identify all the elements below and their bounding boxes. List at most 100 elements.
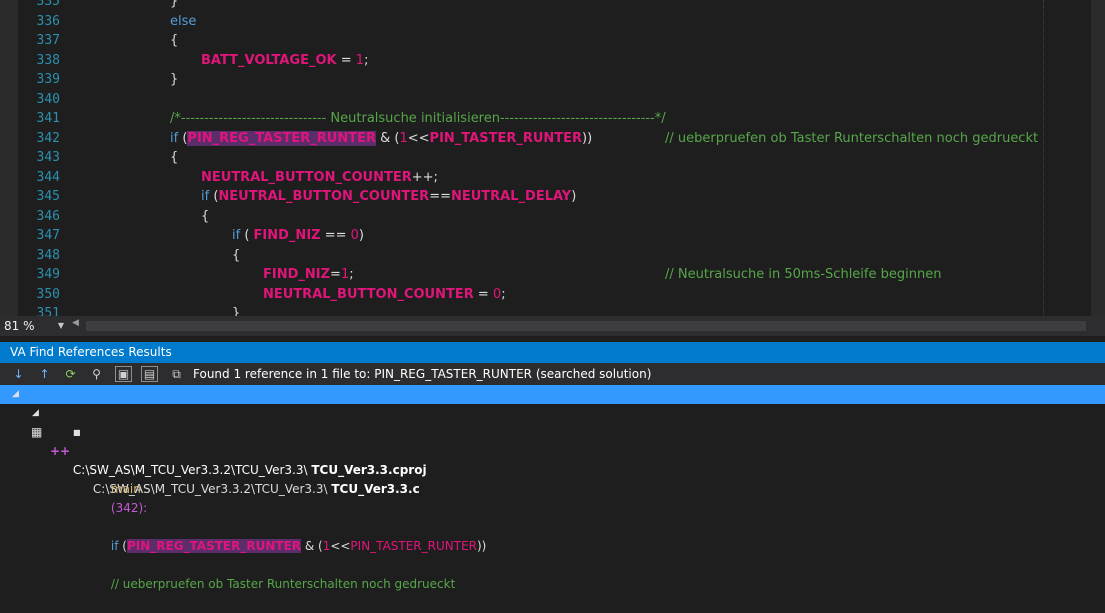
editor-margin bbox=[0, 0, 18, 316]
code-token: = bbox=[473, 286, 493, 302]
results-summary: Found 1 reference in 1 file to: PIN_REG_… bbox=[193, 367, 652, 381]
previous-result-icon[interactable]: ↑ bbox=[39, 367, 50, 381]
ref-shift: << bbox=[330, 539, 351, 553]
code-token: else bbox=[170, 13, 197, 29]
copy-results-icon[interactable]: ⧉ bbox=[172, 367, 181, 381]
code-token: = bbox=[336, 52, 356, 68]
ref-number: 1 bbox=[322, 539, 331, 553]
code-token: } bbox=[170, 0, 179, 9]
line-number: 341 bbox=[36, 111, 60, 126]
zoom-dropdown[interactable]: 81 % ▼ bbox=[4, 318, 66, 334]
code-token: )) bbox=[582, 130, 593, 146]
code-token: PIN_REG_TASTER_RUNTER bbox=[187, 130, 376, 146]
ref-keyword: if bbox=[110, 539, 119, 553]
code-text: { bbox=[170, 31, 178, 51]
code-text: { bbox=[201, 207, 209, 227]
guideline-divider bbox=[1043, 0, 1045, 316]
refresh-icon[interactable]: ⟳ bbox=[65, 367, 76, 381]
find-icon[interactable]: ⚲ bbox=[92, 367, 101, 381]
code-line[interactable]: 339} bbox=[37, 70, 1105, 90]
code-token: ( bbox=[178, 130, 188, 146]
code-token: if bbox=[170, 130, 179, 146]
code-text: if (PIN_REG_TASTER_RUNTER & (1<<PIN_TAST… bbox=[170, 129, 592, 149]
ref-paren: ( bbox=[118, 539, 127, 553]
code-token: << bbox=[407, 130, 430, 146]
code-comment: // Neutralsuche in 50ms-Schleife beginne… bbox=[665, 267, 942, 282]
code-token: 0 bbox=[350, 228, 359, 243]
line-number: 335 bbox=[36, 0, 60, 9]
horizontal-scrollbar[interactable] bbox=[86, 321, 1086, 331]
code-line[interactable]: 346{ bbox=[37, 207, 1105, 227]
group-by-file-icon[interactable]: ▤ bbox=[141, 366, 158, 382]
line-reference: (342): bbox=[110, 501, 148, 515]
result-file-row[interactable]: ◢ ++ C:\SW_AS\M_TCU_Ver3.3.2\TCU_Ver3.3\… bbox=[0, 404, 1105, 496]
zoom-value: 81 % bbox=[4, 319, 35, 333]
code-line[interactable]: 337 { bbox=[37, 31, 1105, 51]
code-token: ; bbox=[364, 52, 369, 68]
line-number: 337 bbox=[36, 33, 60, 48]
find-references-panel: VA Find References Results ↓ ↑ ⟳ ⚲ ▣ ▤ ⧉… bbox=[0, 342, 1105, 591]
code-token: PIN_TASTER_RUNTER bbox=[429, 130, 583, 146]
code-text: { bbox=[232, 246, 240, 266]
code-token: ) bbox=[571, 189, 577, 204]
c-file-icon: ++ bbox=[50, 444, 71, 458]
code-text: } bbox=[170, 70, 178, 90]
code-token: NEUTRAL_BUTTON_COUNTER bbox=[201, 169, 412, 185]
line-number: 348 bbox=[36, 247, 60, 263]
code-token: ( bbox=[240, 228, 254, 243]
code-token: & ( bbox=[375, 130, 400, 146]
chevron-down-icon: ▼ bbox=[57, 321, 64, 330]
code-comment: // ueberpruefen ob Taster Runterschalten… bbox=[665, 130, 1039, 146]
code-line[interactable]: 336 else bbox=[37, 12, 1105, 32]
code-line[interactable]: 340 bbox=[37, 90, 1105, 110]
next-result-icon[interactable]: ↓ bbox=[13, 367, 24, 381]
code-token: { bbox=[170, 150, 179, 165]
line-number: 344 bbox=[36, 169, 60, 185]
code-token: { bbox=[232, 247, 241, 263]
editor-status-row: 81 % ▼ ◀ bbox=[0, 316, 1105, 336]
code-token: 1 bbox=[355, 52, 365, 68]
code-token: 1 bbox=[399, 130, 408, 146]
function-name: main bbox=[110, 482, 141, 496]
line-number: 340 bbox=[36, 91, 60, 107]
code-line[interactable]: 348 { bbox=[37, 246, 1105, 266]
code-line[interactable]: 351} bbox=[37, 304, 1105, 316]
vertical-scrollbar[interactable] bbox=[1091, 0, 1105, 316]
ref-operator: & ( bbox=[301, 539, 323, 553]
ref-close: )) bbox=[477, 539, 487, 553]
panel-title[interactable]: VA Find References Results bbox=[0, 342, 1105, 363]
line-number: 350 bbox=[36, 286, 60, 302]
project-name: TCU_Ver3.3.cproj bbox=[311, 463, 427, 477]
code-line[interactable]: 341/*------------------------------- Neu… bbox=[37, 109, 1105, 129]
code-token: if bbox=[232, 228, 241, 243]
collapse-icon[interactable]: ◢ bbox=[12, 389, 19, 399]
result-reference-row[interactable]: ■ main (342): if (PIN_REG_TASTER_RUNTER … bbox=[0, 423, 1105, 591]
code-token: ) bbox=[358, 228, 364, 243]
code-text: FIND_NIZ=1; bbox=[263, 265, 354, 285]
highlight-references-icon[interactable]: ▣ bbox=[115, 366, 132, 382]
code-token: } bbox=[170, 72, 179, 87]
project-path: C:\SW_AS\M_TCU_Ver3.3.2\TCU_Ver3.3\ bbox=[72, 463, 312, 477]
code-line[interactable]: 335} bbox=[37, 0, 1105, 12]
code-token: == bbox=[429, 189, 451, 204]
collapse-icon[interactable]: ◢ bbox=[32, 408, 39, 418]
line-number: 336 bbox=[36, 13, 60, 29]
scroll-left-icon[interactable]: ◀ bbox=[72, 318, 79, 328]
result-project-row[interactable]: ◢ ▦ C:\SW_AS\M_TCU_Ver3.3.2\TCU_Ver3.3\ … bbox=[0, 385, 1105, 477]
ref-comment: // ueberpruefen ob Taster Runterschalten… bbox=[110, 577, 456, 591]
code-text: if ( FIND_NIZ == 0) bbox=[232, 226, 364, 246]
code-line[interactable]: 343 { bbox=[37, 148, 1105, 168]
project-icon: ▦ bbox=[31, 425, 43, 439]
line-number: 343 bbox=[36, 150, 60, 165]
code-token: BATT_VOLTAGE_OK bbox=[201, 52, 337, 68]
code-text: } bbox=[170, 0, 178, 12]
